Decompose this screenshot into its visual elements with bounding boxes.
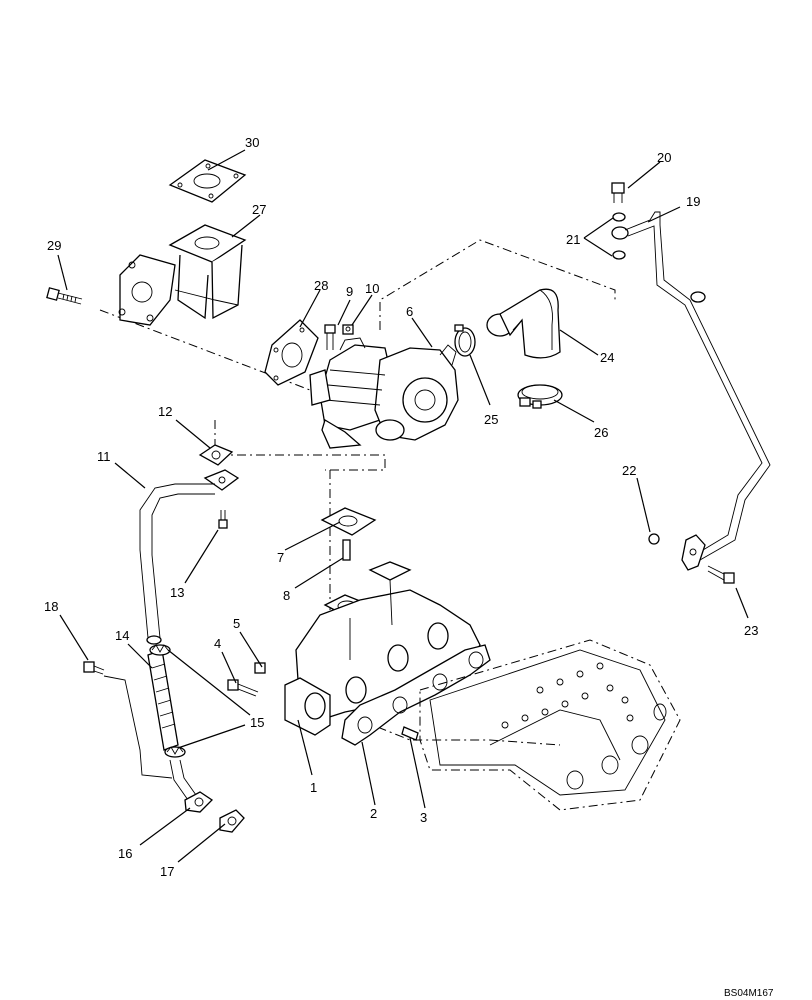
nut-part-10	[342, 324, 354, 335]
clamp-part-25	[454, 324, 476, 357]
callout-13: 13	[170, 585, 184, 600]
callout-26: 26	[594, 425, 608, 440]
banjo-bolt-part-20	[611, 182, 625, 203]
callout-28: 28	[314, 278, 328, 293]
washers-part-21	[611, 212, 629, 260]
callout-14: 14	[115, 628, 129, 643]
callout-labels: 30 27 29 28 9 10 6 25 24 26 20 19 21 22 …	[44, 135, 758, 879]
callout-27: 27	[252, 202, 266, 217]
reference-code: BS04M167	[724, 988, 774, 999]
gasket-part-7	[320, 507, 377, 536]
stud-part-8	[342, 539, 351, 561]
callout-22: 22	[622, 463, 636, 478]
hose-clamps-part-15	[149, 644, 186, 758]
turbocharger-part-6	[309, 337, 459, 449]
callout-15: 15	[250, 715, 264, 730]
banjo-bolt-part-23	[707, 565, 735, 584]
callout-10: 10	[365, 281, 379, 296]
callout-3: 3	[420, 810, 427, 825]
gasket-part-28	[264, 319, 319, 386]
gasket-part-30	[168, 159, 247, 203]
leader-lines	[57, 149, 749, 863]
gasket-part-17	[219, 809, 245, 833]
washer-part-22	[648, 533, 660, 545]
callout-5: 5	[233, 616, 240, 631]
exhaust-elbow-part-27	[118, 224, 247, 326]
callout-17: 17	[160, 864, 174, 879]
oil-feed-pipe-part-19	[624, 211, 771, 571]
callout-29: 29	[47, 238, 61, 253]
callout-4: 4	[214, 636, 221, 651]
bolt-part-13	[218, 510, 228, 529]
callout-20: 20	[657, 150, 671, 165]
callout-18: 18	[44, 599, 58, 614]
callout-8: 8	[283, 588, 290, 603]
callout-23: 23	[744, 623, 758, 638]
callout-30: 30	[245, 135, 259, 150]
callout-9: 9	[346, 284, 353, 299]
stud-part-3	[401, 726, 419, 741]
manifold-gasket-part-2	[341, 644, 491, 746]
bolt-part-18	[83, 661, 173, 779]
bolt-part-29	[46, 287, 83, 305]
clamp-part-26	[517, 384, 563, 409]
cylinder-head-reference	[419, 639, 681, 811]
callout-16: 16	[118, 846, 132, 861]
callout-21: 21	[566, 232, 580, 247]
callout-1: 1	[310, 780, 317, 795]
callout-12: 12	[158, 404, 172, 419]
callout-7: 7	[277, 550, 284, 565]
assembly-centerlines	[99, 239, 616, 746]
bolt-part-4	[227, 679, 259, 697]
bolt-part-9	[324, 324, 336, 350]
drain-tube-part-16	[169, 759, 214, 813]
hose-part-14	[147, 649, 179, 751]
callout-24: 24	[600, 350, 614, 365]
callout-19: 19	[686, 194, 700, 209]
callout-2: 2	[370, 806, 377, 821]
oil-drain-pipe-part-11	[139, 469, 240, 645]
gasket-part-12	[198, 444, 234, 466]
callout-11: 11	[97, 449, 111, 464]
elbow-hose-part-24	[486, 288, 561, 359]
callout-6: 6	[406, 304, 413, 319]
callout-25: 25	[484, 412, 498, 427]
